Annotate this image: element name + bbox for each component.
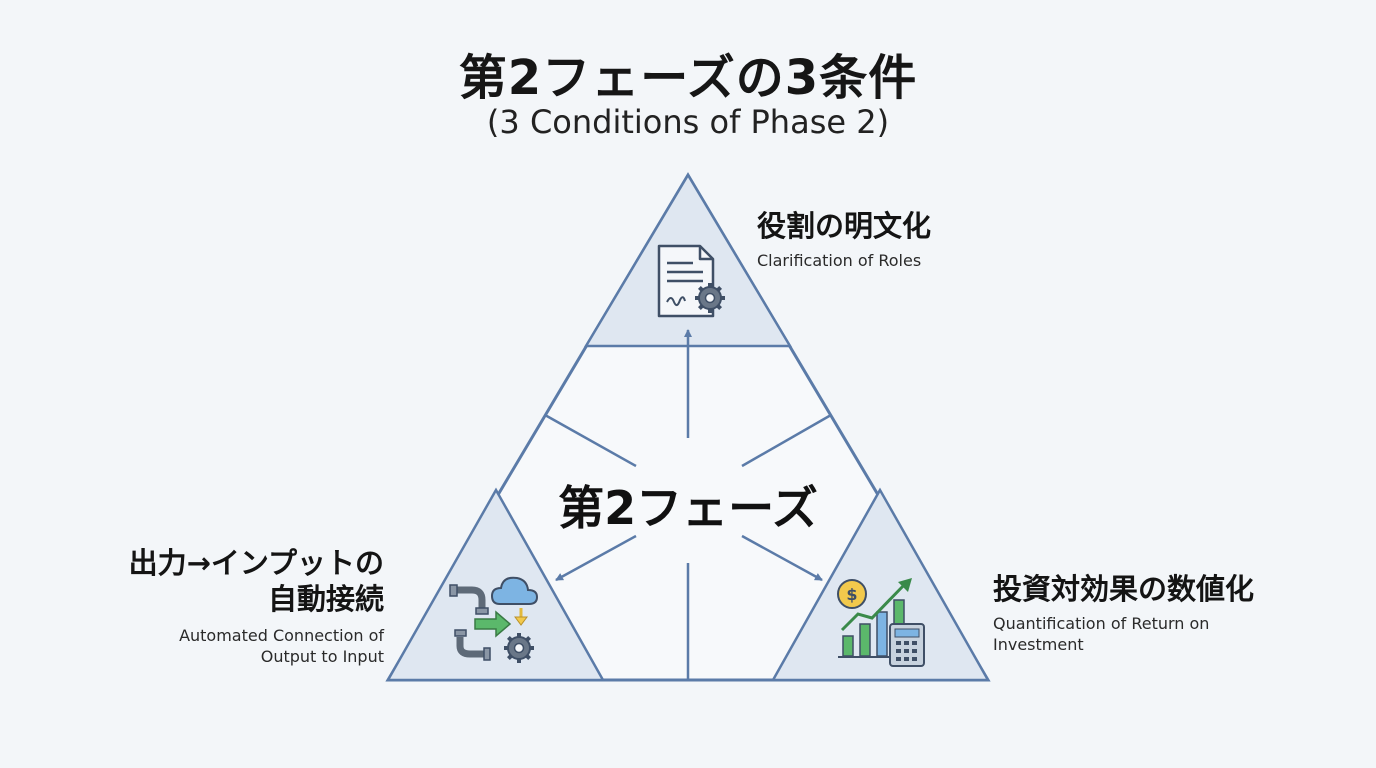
right-condition-subtitle: Quantification of Return on Investment <box>993 614 1353 656</box>
right-condition-subtitle-line2: Investment <box>993 634 1084 654</box>
left-corner-triangle <box>385 487 606 682</box>
chart-calculator-icon: $ <box>837 578 925 667</box>
left-condition-subtitle-line1: Automated Connection of <box>179 626 384 645</box>
left-condition-subtitle-line2: Output to Input <box>260 646 384 666</box>
page-subtitle: (3 Conditions of Phase 2) <box>486 103 890 141</box>
left-condition-title-line1: 出力→インプットの <box>128 546 384 580</box>
right-condition-title: 投資対効果の数値化 <box>993 572 1255 606</box>
arrow-to-left <box>555 534 637 582</box>
top-condition-subtitle: Clarification of Roles <box>757 251 922 270</box>
pipe-cloud-gear-icon <box>449 576 539 663</box>
svg-text:$: $ <box>846 585 857 604</box>
right-corner-triangle <box>770 487 991 682</box>
center-label: 第2フェーズ <box>558 481 818 535</box>
divider-upper-right <box>741 413 832 468</box>
right-condition-subtitle-line1: Quantification of Return on <box>993 614 1210 633</box>
document-gear-icon <box>657 244 725 318</box>
top-condition-title: 役割の明文化 <box>757 209 932 243</box>
page-title: 第2フェーズの3条件 <box>458 50 918 106</box>
left-condition-title-line2: 自動接続 <box>267 582 384 617</box>
divider-upper-left <box>544 413 637 468</box>
left-condition-subtitle: Automated Connection of Output to Input <box>84 626 384 668</box>
left-condition-title: 出力→インプットの 自動接続 <box>84 545 384 618</box>
arrow-to-right <box>741 534 823 582</box>
